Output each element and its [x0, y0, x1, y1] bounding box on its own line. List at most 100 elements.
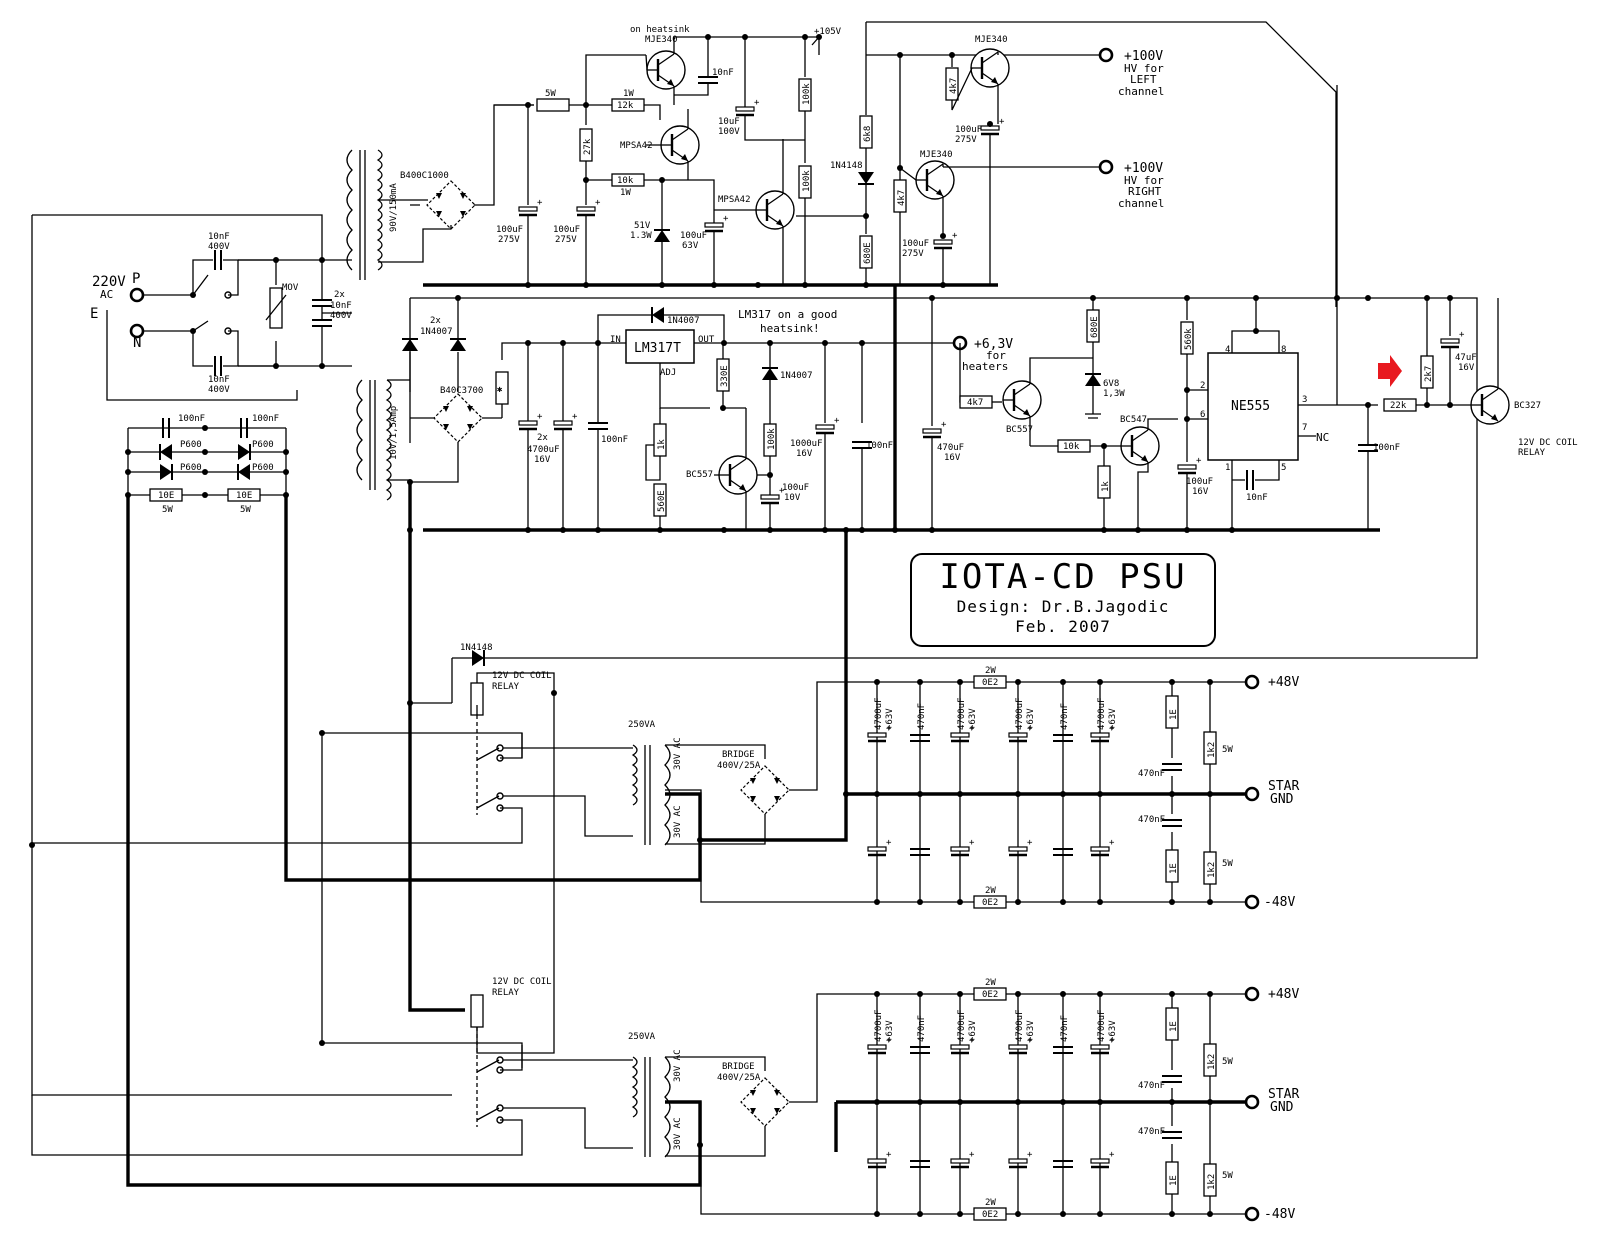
- power-a-gnd-label: GND: [1270, 792, 1294, 807]
- power-b-cap-big-a-v: +63V: [885, 1020, 895, 1042]
- cap-4700uf-voltage: 16V: [534, 455, 551, 465]
- power-b-transformer-label: 250VA: [628, 1032, 656, 1042]
- timer-cap-100uf-label: 100uF: [1186, 477, 1213, 487]
- zener-51v-label: 51V: [634, 221, 651, 231]
- power-b-cap-big-b: 4700uF: [957, 1009, 967, 1042]
- power-a-cap-small-b: 470nF: [1060, 703, 1070, 730]
- lv-res-star-label: ✱: [497, 385, 503, 395]
- title-block: IOTA-CD PSU Design: Dr.B.Jagodic Feb. 20…: [910, 553, 1216, 647]
- power-a-cap-big-a: 4700uF: [874, 697, 884, 730]
- lv-reg-diode-label: 1N4007: [667, 316, 700, 326]
- cap-input-b-voltage: 400V: [208, 385, 230, 395]
- input-cap-count: 2x: [334, 290, 345, 300]
- timer-res-1k-label: 1k: [1101, 481, 1111, 492]
- timer-cap-47uf-label: 47uF: [1455, 353, 1477, 363]
- cap-100uf-10v-voltage: 10V: [784, 493, 801, 503]
- power-b-res-bot-power: 2W: [985, 1198, 996, 1208]
- power-b-r1k2-a: 1k2: [1207, 1054, 1217, 1070]
- schematic-designer: Design: Dr.B.Jagodic: [956, 597, 1170, 616]
- relay-diode-1n4148-label: 1N4148: [460, 643, 493, 653]
- power-a-w-a: 5W: [1222, 745, 1233, 755]
- relay-a-label-2: RELAY: [492, 682, 520, 692]
- timer-res-560k-label: 560k: [1184, 328, 1194, 350]
- bypass-res-a-label: 10E: [158, 491, 174, 501]
- cap-1000uf-label: 1000uF: [790, 439, 823, 449]
- power-a-bridge-rating: 400V/25A: [717, 761, 761, 771]
- p600-d-label: P600: [252, 463, 274, 473]
- ground-bypass-section: 100nF 100nF P600 P600 P600 P600 10E 5W 1…: [125, 414, 702, 1187]
- res-4k7-a-label: 4k7: [949, 78, 959, 94]
- timer-res-22k-label: 22k: [1390, 401, 1407, 411]
- power-a-cap-big-a-v: +63V: [885, 708, 895, 730]
- cap-100uf-c-voltage: 275V: [955, 135, 977, 145]
- res-100k-lv-label: 100k: [767, 428, 777, 450]
- timer-cap-10nf-label: 10nF: [1246, 493, 1268, 503]
- ne555-pin-8: 8: [1281, 345, 1286, 355]
- cap-100uf-b-label: 100uF: [553, 225, 580, 235]
- timer-q-bc547-label: BC547: [1120, 415, 1147, 425]
- mains-e-label: E: [90, 306, 98, 322]
- power-b-cap-big-b-v: +63V: [968, 1020, 978, 1042]
- res-4k7-b-label: 4k7: [897, 190, 907, 206]
- cap-100uf-d-label: 100uF: [902, 239, 929, 249]
- cap-input-c-voltage: 400V: [330, 311, 352, 321]
- power-a-r1e-b: 1E: [1169, 863, 1179, 874]
- heater-output-label: +6,3V: [974, 337, 1013, 352]
- relay-b-label-2: RELAY: [492, 988, 520, 998]
- cap-1000uf-voltage: 16V: [796, 449, 813, 459]
- lm317-in-pin: IN: [610, 335, 621, 345]
- bypass-res-a-power: 5W: [162, 505, 173, 515]
- power-b-cap-big-c-v: +63V: [1026, 1020, 1036, 1042]
- power-b-r1e-b: 1E: [1169, 1175, 1179, 1186]
- cap-100nf-a-label: 100nF: [601, 435, 628, 445]
- power-b-snub-cap-a: 470nF: [1138, 1081, 1165, 1091]
- relay-b-label-1: 12V DC COIL: [492, 977, 552, 987]
- mains-ac-label: AC: [100, 288, 113, 301]
- mov-label: MOV: [282, 283, 299, 293]
- power-a-cap-big-b: 4700uF: [957, 697, 967, 730]
- power-b-r1e-a: 1E: [1169, 1021, 1179, 1032]
- q4-mje340-label: MJE340: [975, 35, 1008, 45]
- power-b-cap-bank: 4700uF +63V 470nF 4700uF +63V 4700uF +63…: [866, 994, 1118, 1214]
- power-a-bridge-label: BRIDGE: [722, 750, 755, 760]
- power-a-res-bot-power: 2W: [985, 886, 996, 896]
- res-1k-label: 1k: [657, 439, 667, 450]
- timer-res-10k-label: 10k: [1063, 442, 1080, 452]
- timer-q-bc327-label: BC327: [1514, 401, 1541, 411]
- res-330e-label: 330E: [720, 365, 730, 387]
- power-b-bridge-rating: 400V/25A: [717, 1073, 761, 1083]
- cap-10nf-label: 10nF: [712, 68, 734, 78]
- bypass-cap-a-label: 100nF: [178, 414, 205, 424]
- ne555-ic: [1207, 352, 1299, 461]
- hv-right-output-l2: RIGHT: [1128, 185, 1161, 198]
- lm317-regulator: [625, 329, 695, 364]
- lv-supply-section: 10V/1,5Amp 2x 1N4007 B40C3700 ✱ 2x 4700u…: [356, 285, 1478, 1012]
- ne555-pin-1: 1: [1225, 463, 1230, 473]
- res-6k8-label: 6k8: [863, 126, 873, 142]
- power-b-cap-small-a: 470nF: [917, 1015, 927, 1042]
- timer-relay-l2: RELAY: [1518, 448, 1546, 458]
- cap-input-a-label: 10nF: [208, 232, 230, 242]
- lv-bridge-label: B40C3700: [440, 386, 483, 396]
- lv-diodes-count: 2x: [430, 316, 441, 326]
- power-a-res-top-label: 0E2: [982, 678, 998, 688]
- power-a-star-label: STAR: [1268, 779, 1299, 794]
- cap-470uf-label: 470uF: [937, 443, 964, 453]
- highlight-arrow-icon: [1378, 355, 1402, 387]
- p600-b-label: P600: [252, 440, 274, 450]
- mains-voltage-label: 220V: [92, 274, 126, 290]
- mains-p-label: P: [132, 271, 140, 287]
- ne555-pin-5: 5: [1281, 463, 1286, 473]
- power-a-res-top-power: 2W: [985, 666, 996, 676]
- lm317-note-1: LM317 on a good: [738, 308, 837, 321]
- cap-input-b-label: 10nF: [208, 375, 230, 385]
- power-a-w-b: 5W: [1222, 859, 1233, 869]
- power-b-w-a: 5W: [1222, 1057, 1233, 1067]
- ne555-pin-7: 7: [1302, 423, 1307, 433]
- relay-b-coil: [470, 994, 484, 1028]
- power-b-pos-label: +48V: [1268, 987, 1299, 1002]
- diode-1n4148-label: 1N4148: [830, 161, 863, 171]
- timer-res-2k7-label: 2k7: [1424, 366, 1434, 382]
- heatsink-note: on heatsink: [630, 25, 690, 35]
